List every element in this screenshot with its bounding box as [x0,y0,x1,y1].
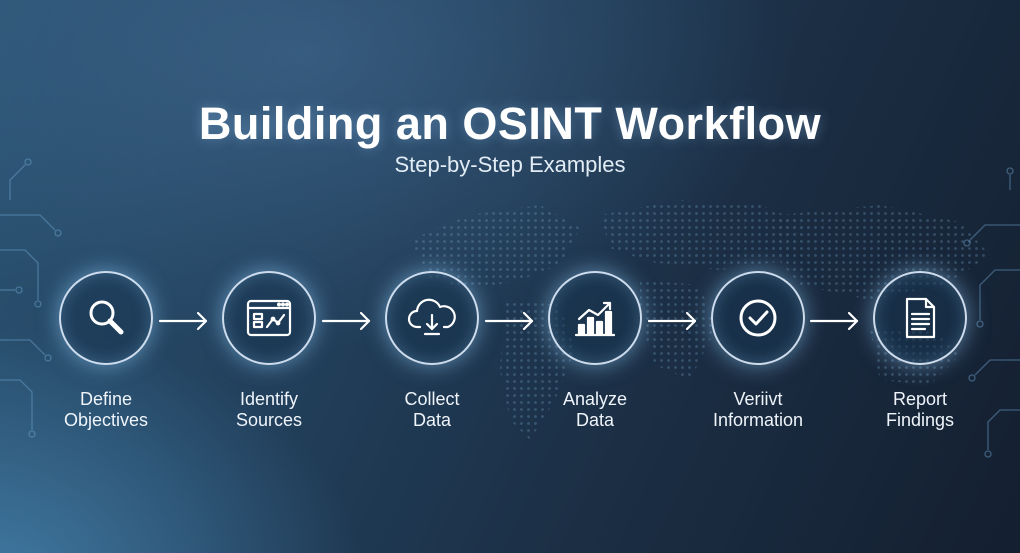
document-icon [905,297,936,339]
arrow-right-icon [158,311,208,331]
arrow-right-icon [321,311,371,331]
step-circle [59,271,153,365]
arrow-right-icon [809,311,859,331]
step-circle [222,271,316,365]
cloud-download-icon [407,298,456,336]
checkmark-icon [739,299,777,337]
page-subtitle: Step-by-Step Examples [394,152,626,177]
step-circle [548,271,642,365]
step-circle [873,271,967,365]
step-circle [711,271,805,365]
page-title: Building an OSINT Workflow [198,98,822,149]
arrow-right-icon [647,311,697,331]
magnifier-icon [89,300,124,335]
step-circle [385,271,479,365]
browser-chart-icon [246,299,292,337]
arrow-right-icon [484,311,534,331]
bar-chart-icon [574,301,616,337]
